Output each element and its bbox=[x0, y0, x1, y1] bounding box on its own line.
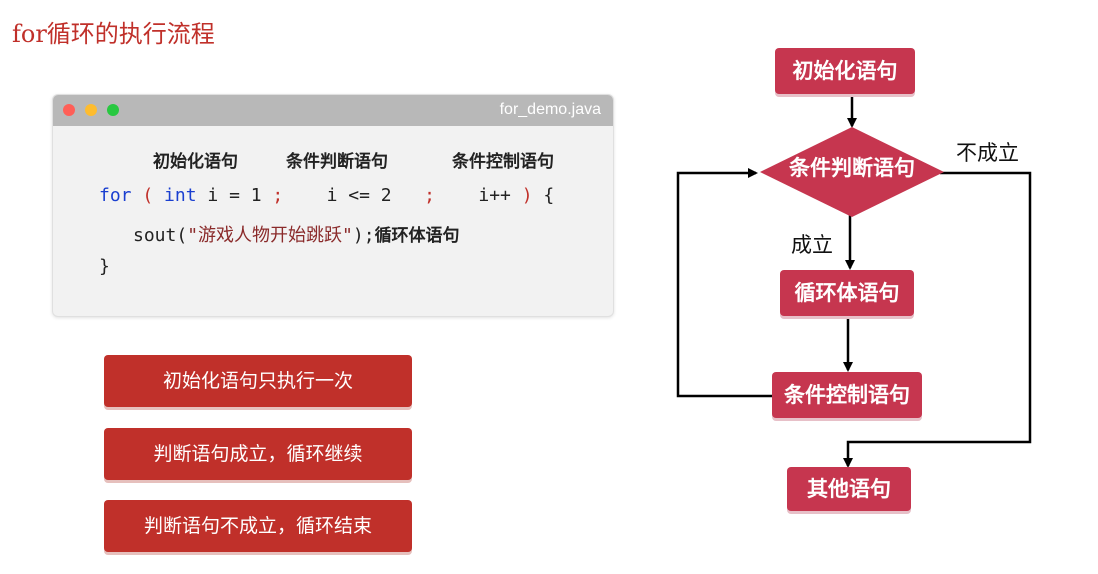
control-expression: i++ bbox=[478, 185, 511, 206]
code-window: for_demo.java 初始化语句 条件判断语句 条件控制语句 for ( … bbox=[52, 94, 614, 317]
code-label-control: 条件控制语句 bbox=[452, 152, 554, 172]
keyword-int: int bbox=[164, 185, 197, 206]
page-title: for循环的执行流程 bbox=[12, 20, 215, 48]
flow-node-condition: 条件判断语句 bbox=[789, 155, 915, 180]
flow-node-control: 条件控制语句 bbox=[772, 372, 922, 418]
label-true: 成立 bbox=[791, 233, 833, 257]
minimize-dot-icon[interactable] bbox=[85, 104, 97, 116]
brace-open: { bbox=[532, 185, 555, 206]
semicolon-1: ; bbox=[272, 185, 284, 206]
flow-node-other: 其他语句 bbox=[787, 467, 911, 511]
condition-diamond bbox=[760, 127, 944, 217]
note-condition-false: 判断语句不成立，循环结束 bbox=[104, 500, 412, 552]
file-name: for_demo.java bbox=[499, 101, 601, 118]
close-dot-icon[interactable] bbox=[63, 104, 75, 116]
code-label-init: 初始化语句 bbox=[153, 152, 238, 172]
label-false: 不成立 bbox=[956, 141, 1019, 165]
paren-close: ) bbox=[521, 185, 533, 206]
call-end: ); bbox=[352, 225, 375, 246]
maximize-dot-icon[interactable] bbox=[107, 104, 119, 116]
arrow-condition-false-to-other bbox=[843, 171, 1032, 468]
window-title-bar: for_demo.java bbox=[53, 95, 613, 126]
paren-open: ( bbox=[142, 185, 154, 206]
call-start: sout( bbox=[133, 225, 188, 246]
keyword-for: for bbox=[99, 185, 132, 206]
brace-close: } bbox=[99, 256, 110, 277]
flow-node-init: 初始化语句 bbox=[775, 48, 915, 94]
code-line-body: sout("游戏人物开始跳跃");循环体语句 bbox=[133, 221, 460, 247]
condition-expression: i <= 2 bbox=[326, 185, 392, 206]
note-condition-true: 判断语句成立，循环继续 bbox=[104, 428, 412, 480]
flow-node-body: 循环体语句 bbox=[780, 270, 914, 316]
body-annotation: 循环体语句 bbox=[374, 226, 460, 246]
init-expression: i = 1 bbox=[196, 185, 273, 206]
semicolon-2: ; bbox=[424, 185, 436, 206]
note-init-once: 初始化语句只执行一次 bbox=[104, 355, 412, 407]
code-line-for: for ( int i = 1 ; i <= 2 ; i++ ) { bbox=[99, 185, 554, 206]
arrow-control-loop-back bbox=[676, 168, 772, 398]
code-label-cond: 条件判断语句 bbox=[286, 152, 388, 172]
string-literal: "游戏人物开始跳跃" bbox=[187, 225, 353, 246]
code-line-close: } bbox=[99, 256, 110, 277]
